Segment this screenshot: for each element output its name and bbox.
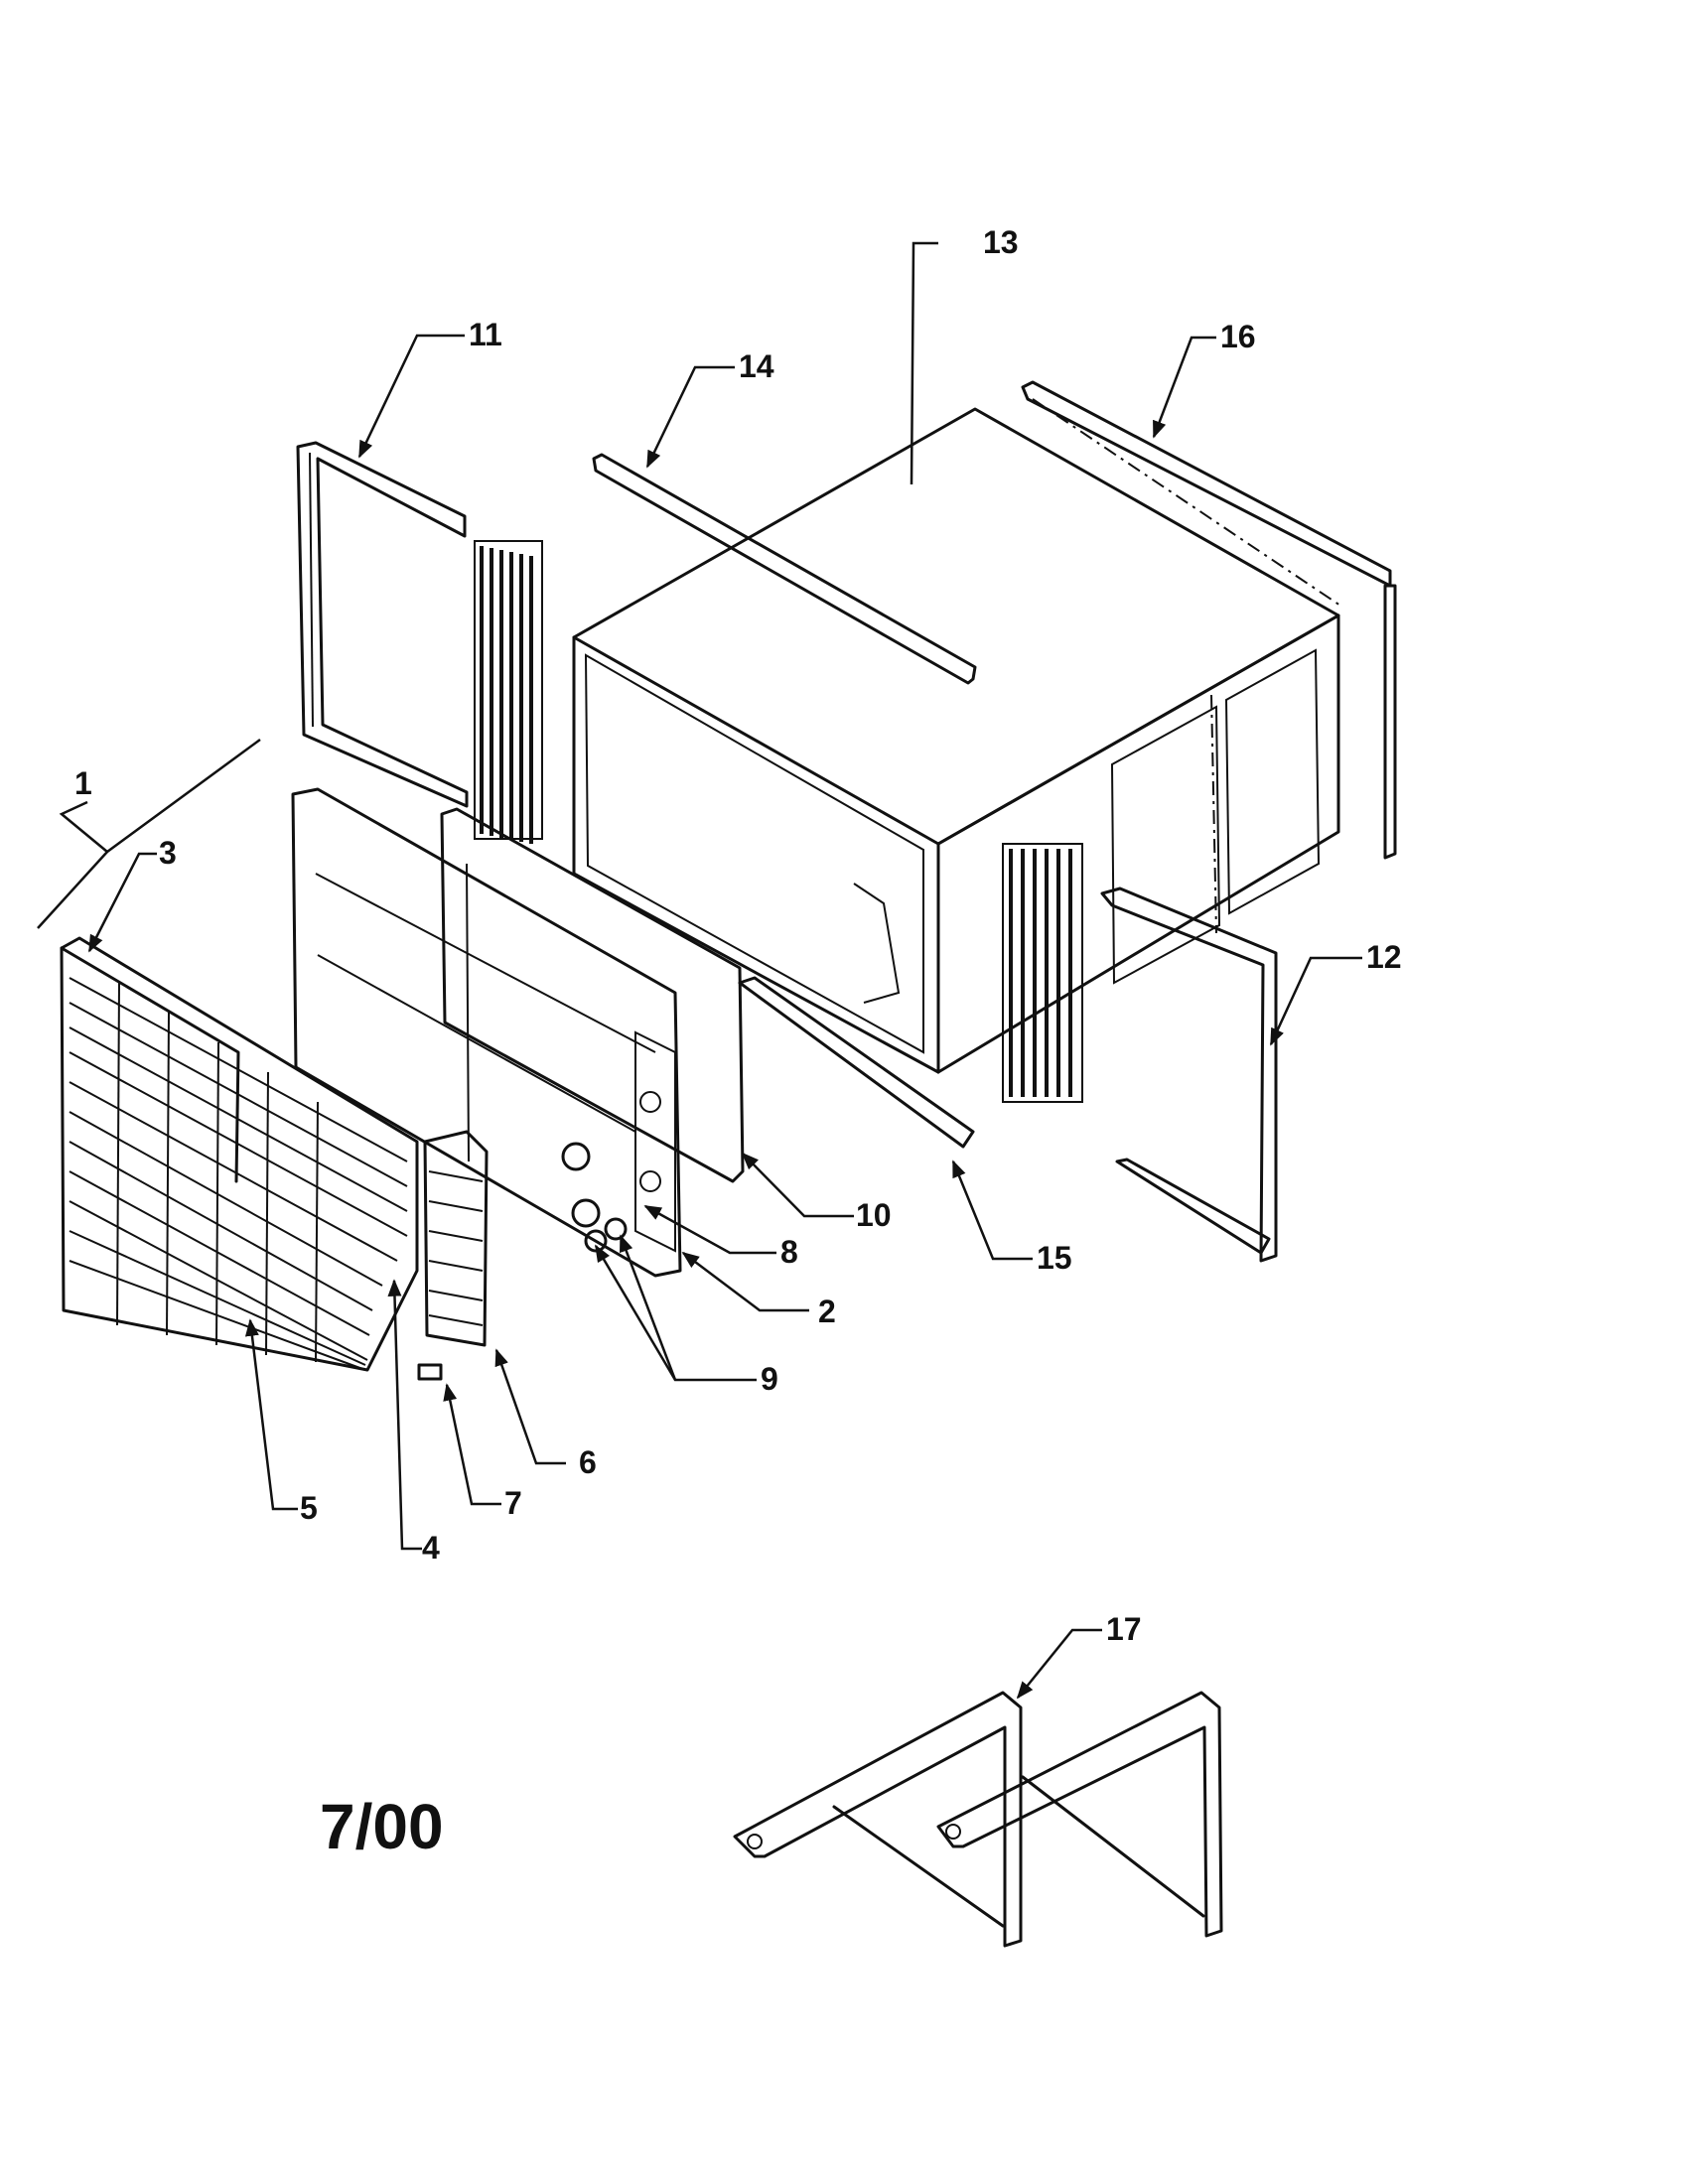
louver-insert — [423, 1130, 489, 1347]
support-brackets — [733, 1691, 1223, 1948]
callout-4: 4 — [422, 1530, 440, 1566]
top-rail — [592, 453, 977, 685]
callout-8: 8 — [780, 1234, 798, 1270]
right-side-curtain — [1100, 887, 1278, 1263]
callout-6: 6 — [579, 1444, 597, 1480]
callout-10: 10 — [856, 1197, 892, 1233]
callout-labels: 1 2 3 4 5 6 7 8 9 10 11 12 13 14 15 16 1… — [74, 224, 1402, 1647]
revision-date: 7/00 — [320, 1791, 444, 1862]
callout-5: 5 — [300, 1490, 318, 1526]
callout-12: 12 — [1366, 939, 1402, 975]
control-knobs — [561, 1142, 628, 1253]
callout-17: 17 — [1106, 1611, 1142, 1647]
leader-lines — [37, 241, 1362, 1700]
filter — [440, 807, 745, 1183]
callout-1: 1 — [74, 765, 92, 801]
front-grille — [60, 936, 419, 1372]
callout-11: 11 — [469, 317, 502, 352]
callout-3: 3 — [159, 835, 177, 871]
clip — [417, 1363, 443, 1381]
cabinet — [572, 407, 1340, 1103]
callout-2: 2 — [818, 1294, 836, 1329]
callout-15: 15 — [1037, 1240, 1072, 1276]
rear-gasket — [1021, 380, 1397, 934]
left-side-curtain — [296, 441, 543, 844]
callout-16: 16 — [1220, 319, 1256, 354]
callout-9: 9 — [761, 1361, 778, 1397]
callout-14: 14 — [739, 348, 774, 384]
callout-13: 13 — [983, 224, 1019, 260]
bottom-rail — [738, 976, 975, 1149]
callout-7: 7 — [504, 1485, 522, 1521]
